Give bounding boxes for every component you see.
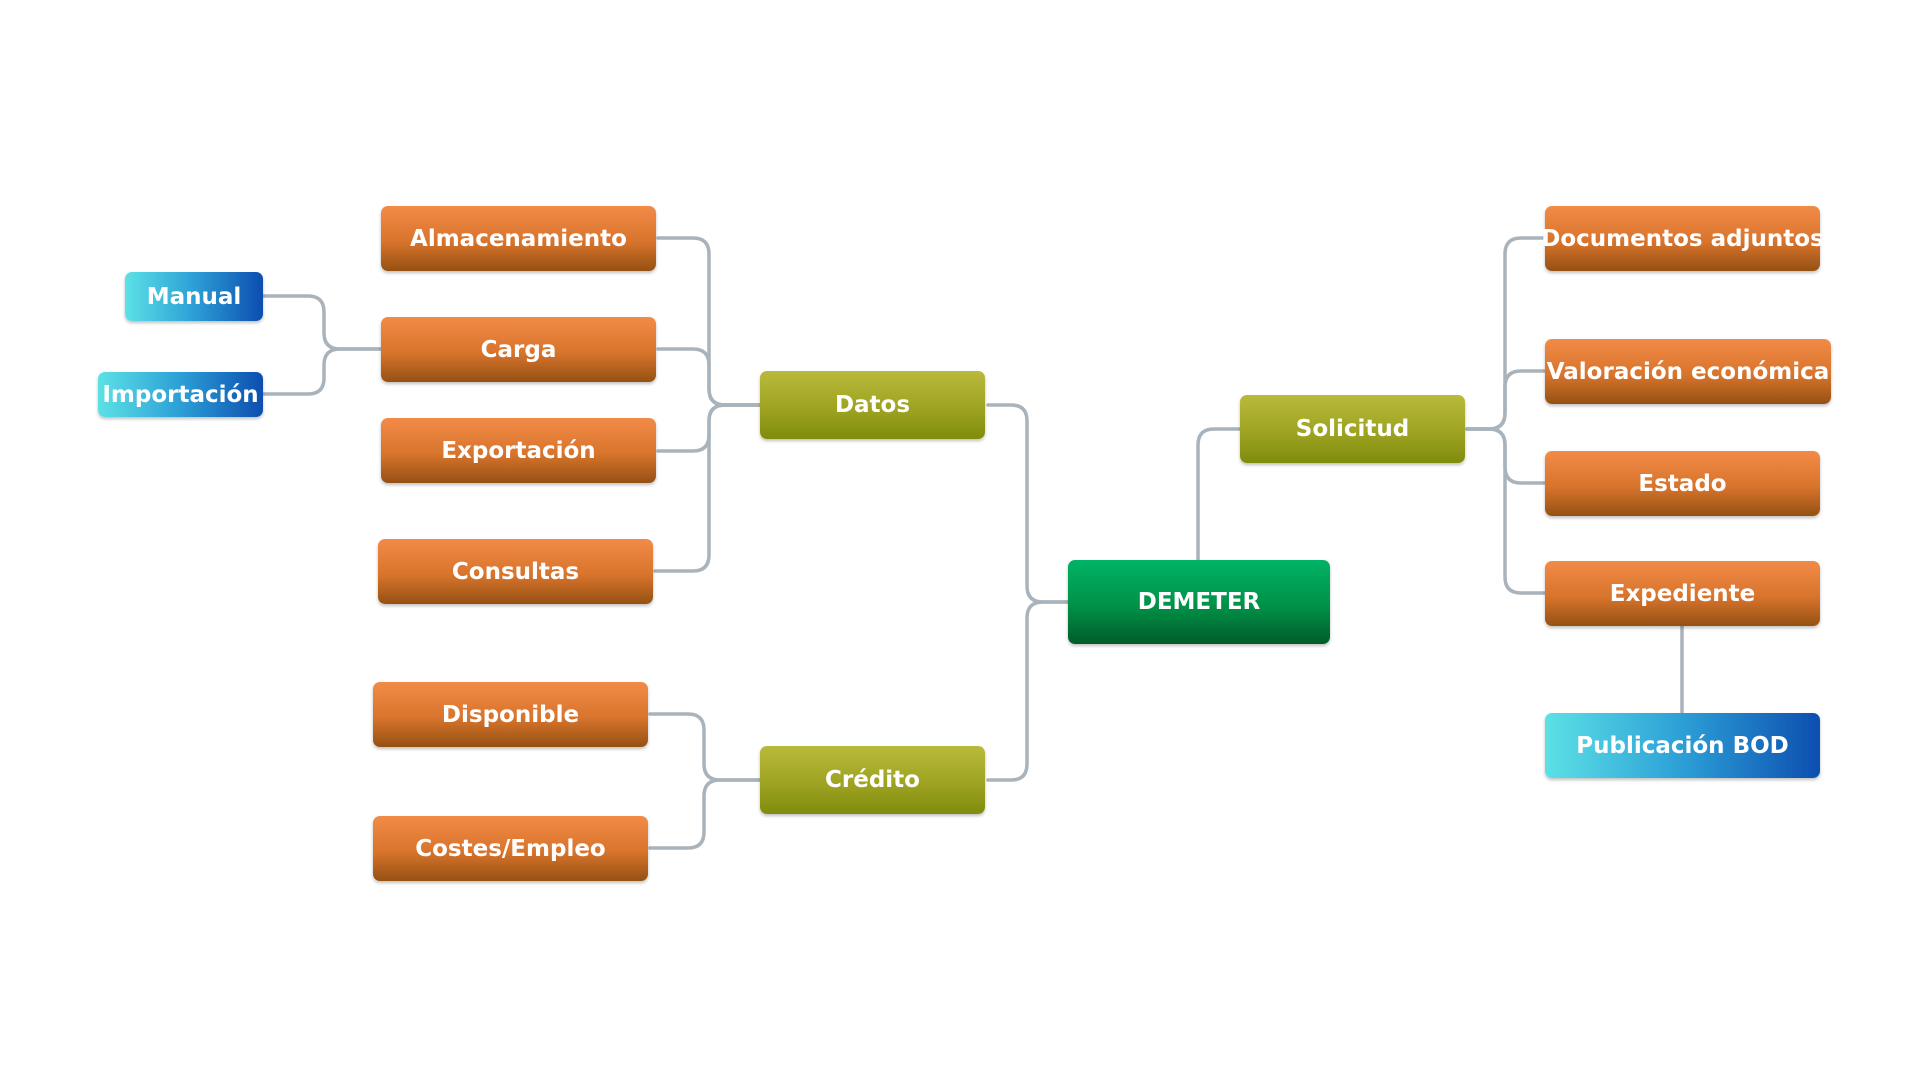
connector-solicitud-valoracion bbox=[1465, 369, 1547, 431]
node-valoracion-economica[interactable]: Valoración económica bbox=[1545, 339, 1831, 404]
node-expediente[interactable]: Expediente bbox=[1545, 561, 1820, 626]
connector-solicitud-expediente bbox=[1465, 427, 1547, 595]
node-documentos-adjuntos[interactable]: Documentos adjuntos bbox=[1541, 206, 1824, 271]
connector-root-solicitud bbox=[1196, 427, 1242, 562]
connector-root-credito bbox=[986, 600, 1070, 782]
node-estado[interactable]: Estado bbox=[1545, 451, 1820, 516]
connector-root-datos bbox=[986, 403, 1070, 604]
connector-datos-carga bbox=[656, 347, 762, 407]
connector-carga-importacion bbox=[261, 347, 383, 396]
node-carga[interactable]: Carga bbox=[381, 317, 656, 382]
node-costes-empleo[interactable]: Costes/Empleo bbox=[373, 816, 648, 881]
node-publicacion-bod[interactable]: Publicación BOD bbox=[1545, 713, 1820, 778]
connector-credito-disponible bbox=[648, 712, 762, 782]
node-demeter[interactable]: DEMETER bbox=[1068, 560, 1330, 644]
connector-carga-manual bbox=[261, 294, 383, 351]
node-credito[interactable]: Crédito bbox=[760, 746, 985, 814]
node-disponible[interactable]: Disponible bbox=[373, 682, 648, 747]
node-manual[interactable]: Manual bbox=[125, 272, 263, 321]
node-datos[interactable]: Datos bbox=[760, 371, 985, 439]
connector-credito-costes bbox=[648, 778, 762, 850]
node-almacenamiento[interactable]: Almacenamiento bbox=[381, 206, 656, 271]
node-importacion[interactable]: Importación bbox=[98, 372, 263, 417]
node-solicitud[interactable]: Solicitud bbox=[1240, 395, 1465, 463]
node-consultas[interactable]: Consultas bbox=[378, 539, 653, 604]
node-exportacion[interactable]: Exportación bbox=[381, 418, 656, 483]
connector-datos-consultas bbox=[653, 403, 762, 573]
